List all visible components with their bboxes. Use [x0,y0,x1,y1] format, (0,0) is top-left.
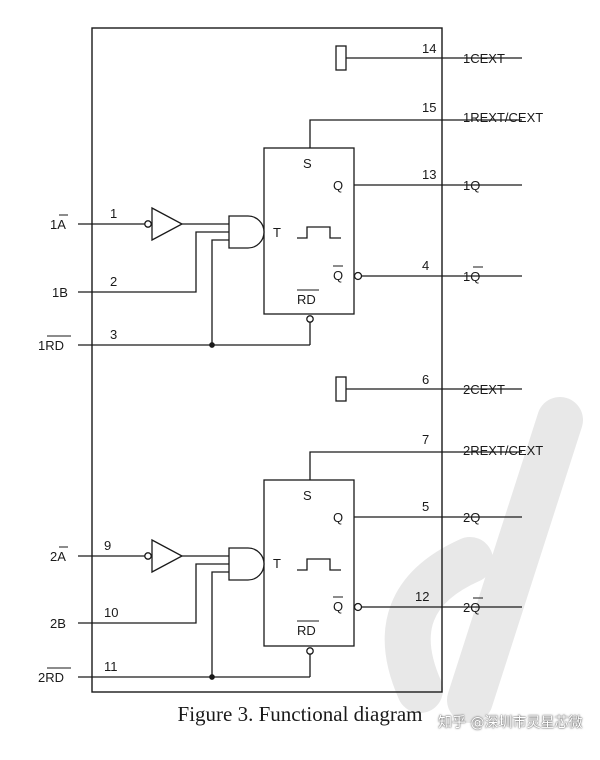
pulse-2-icon [297,558,341,571]
watermark-graphic [384,397,583,723]
pin-label-cext1: 1CEXT [463,51,505,66]
pin-label-q2: 2Q [463,510,480,525]
ff-2-q-label: Q [333,510,343,525]
rd-1-junction [209,342,215,348]
inverter-2 [151,538,184,574]
pin-label-b1: 1B [52,285,68,300]
cext-1-symbol [335,45,347,71]
pin-label-rext2: 2REXT/CEXT [463,443,543,458]
pin-label-cext2: 2CEXT [463,382,505,397]
b-2-line [78,563,229,624]
rd-1-and-feed [211,239,229,345]
pin-num-b2: 10 [104,605,118,620]
pin-num-rd2: 11 [104,659,118,674]
figure-caption: Figure 3. Functional diagram [177,702,423,726]
pin-num-rd1: 3 [110,327,117,342]
ff-1-set-label: S [303,156,312,171]
pin-label-qbar2: 2Q [463,600,480,615]
monostable-unit-1 [78,45,522,348]
pin-label-rd1: 1RD [38,338,64,353]
monostable-unit-2 [78,376,522,680]
rd-2-junction [209,674,215,680]
inverter-1 [151,206,184,242]
ff-1-labels: S Q Q T RD [273,156,343,307]
ff-1-qbar-label: Q [333,268,343,283]
inverter-2-bubble [144,552,152,560]
pin-label-a2: 2A [50,549,66,564]
pin-label-b2: 2B [50,616,66,631]
ff-1-t-label: T [273,225,281,240]
ff-2-qbar-label: Q [333,599,343,614]
pin-label-rext1: 1REXT/CEXT [463,110,543,125]
flip-flop-2-box [263,479,355,647]
pin-label-qbar1: 1Q [463,269,480,284]
rd-2-bubble [306,647,314,655]
pin-num-a2: 9 [104,538,111,553]
inverter-1-bubble [144,220,152,228]
package-outline [91,27,443,693]
pin-num-a1: 1 [110,206,117,221]
pulse-1-icon [297,226,341,239]
pin-num-qbar2: 12 [415,589,429,604]
rext-1-line [309,119,522,148]
and-gate-2 [228,547,265,581]
pin-num-rext2: 7 [422,432,429,447]
cext-2-symbol [335,376,347,402]
right-pins: 14 1CEXT 15 1REXT/CEXT 13 1Q 4 1Q 6 2CEX… [415,41,543,615]
pin-label-rd2: 2RD [38,670,64,685]
pin-num-rext1: 15 [422,100,436,115]
ff-1-q-label: Q [333,178,343,193]
b-1-line [78,231,229,293]
watermark-text: 知乎 @深圳市灵星芯微 [438,715,583,731]
rd-1-bubble [306,315,314,323]
rext-2-line [309,451,522,480]
and-gate-1 [228,215,265,249]
pin-num-q2: 5 [422,499,429,514]
ff-2-set-label: S [303,488,312,503]
rd-2-and-feed [211,571,229,677]
pin-num-cext1: 14 [422,41,436,56]
qbar-2-bubble [353,602,363,612]
pin-label-a1: 1A [50,217,66,232]
ff-1-rd-label: RD [297,292,316,307]
pin-num-qbar1: 4 [422,258,429,273]
pin-label-q1: 1Q [463,178,480,193]
pin-num-cext2: 6 [422,372,429,387]
qbar-1-bubble [353,271,363,281]
left-pins: 1 1A 2 1B 3 1RD 9 2A 10 2B 11 2RD [38,206,118,685]
flip-flop-1-box [263,147,355,315]
ff-2-rd-label: RD [297,623,316,638]
ff-2-t-label: T [273,556,281,571]
pin-num-q1: 13 [422,167,436,182]
pin-num-b1: 2 [110,274,117,289]
ff-2-labels: S Q Q T RD [273,488,343,638]
